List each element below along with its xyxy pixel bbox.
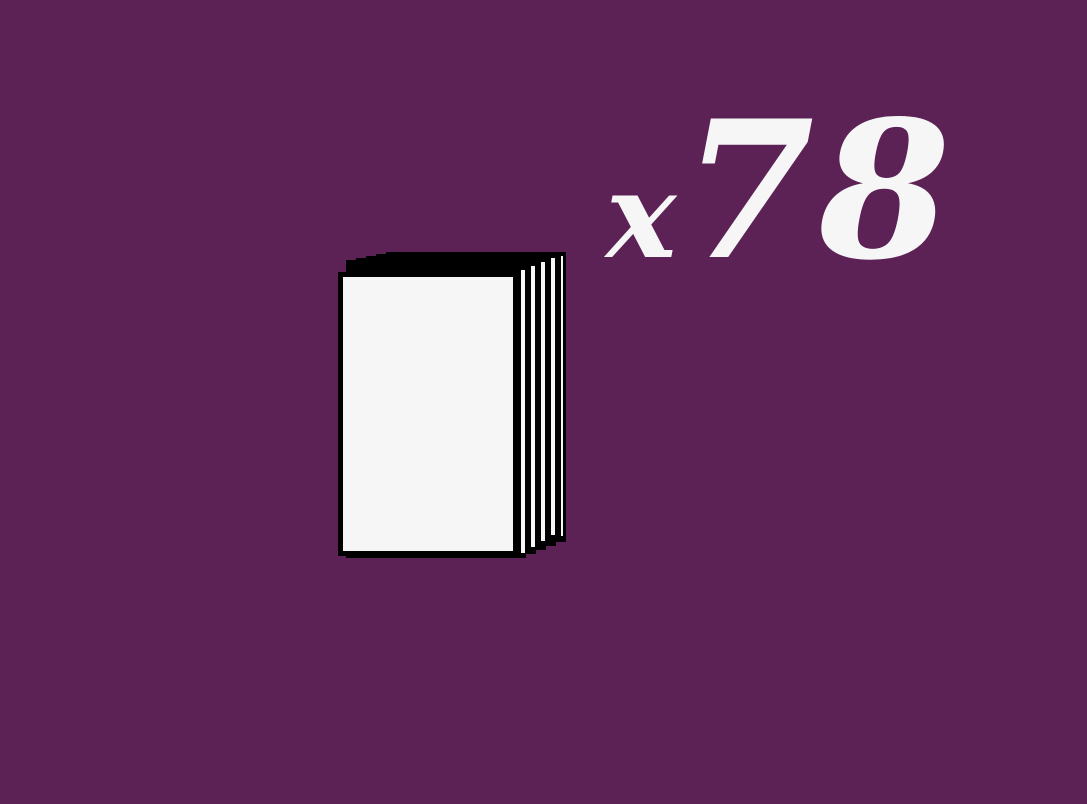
card-deck-icon[interactable] bbox=[334, 248, 574, 562]
edge-sliver-4 bbox=[551, 258, 555, 535]
edge-sliver-1 bbox=[521, 270, 525, 553]
front-card-face bbox=[343, 277, 513, 551]
edge-sliver-3 bbox=[541, 262, 545, 541]
count-prefix: x bbox=[606, 146, 683, 285]
count-value: 78 bbox=[682, 79, 955, 302]
card-edge-slivers bbox=[521, 256, 563, 553]
edge-sliver-5 bbox=[561, 256, 563, 536]
card-stack-graphic bbox=[338, 252, 566, 558]
edge-sliver-2 bbox=[531, 266, 535, 547]
deck-count-label: x78 bbox=[606, 96, 955, 286]
